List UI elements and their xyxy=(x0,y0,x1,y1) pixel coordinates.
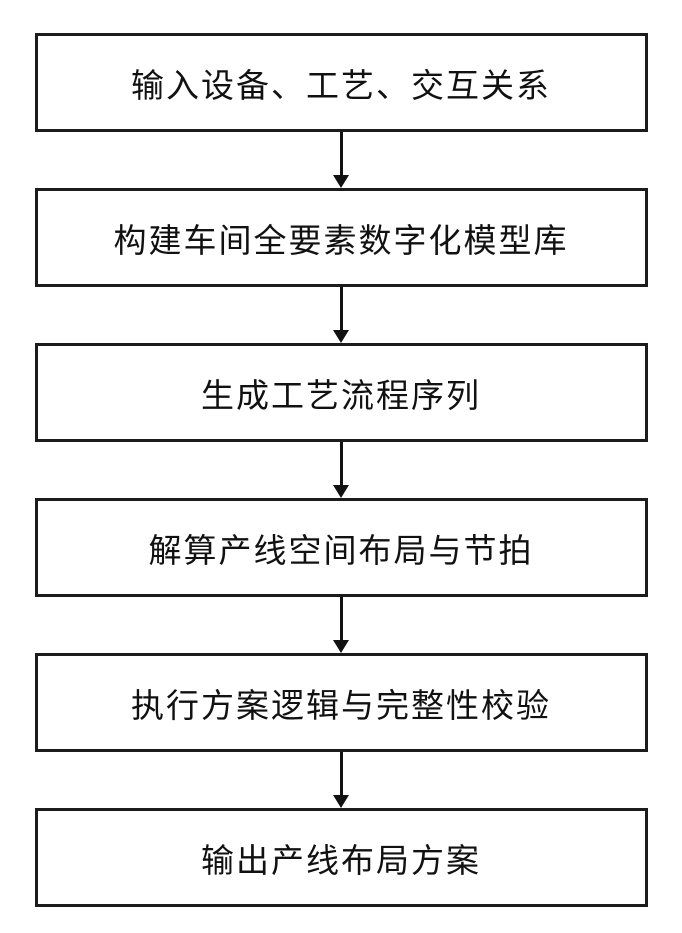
flow-arrow-1 xyxy=(333,132,349,188)
arrow-shaft xyxy=(339,597,343,641)
flow-step-verify-scheme-logic-completeness: 执行方案逻辑与完整性校验 xyxy=(34,653,648,752)
arrow-head-icon xyxy=(333,485,349,498)
arrow-shaft xyxy=(339,287,343,331)
flow-step-output-line-layout-scheme: 输出产线布局方案 xyxy=(34,808,648,907)
arrow-shaft xyxy=(339,752,343,796)
flow-arrow-4 xyxy=(333,597,349,653)
flow-step-label: 构建车间全要素数字化模型库 xyxy=(113,221,569,259)
flow-step-label: 输出产线布局方案 xyxy=(201,841,481,879)
arrow-head-icon xyxy=(333,330,349,343)
arrow-head-icon xyxy=(333,175,349,188)
flow-step-label: 输入设备、工艺、交互关系 xyxy=(131,66,551,104)
arrow-head-icon xyxy=(333,640,349,653)
arrow-head-icon xyxy=(333,795,349,808)
flow-step-input-equipment-process-relations: 输入设备、工艺、交互关系 xyxy=(34,33,648,132)
flow-arrow-2 xyxy=(333,287,349,343)
flow-step-generate-process-sequence: 生成工艺流程序列 xyxy=(34,343,648,442)
flow-step-solve-line-layout-and-takt: 解算产线空间布局与节拍 xyxy=(34,498,648,597)
flow-arrow-5 xyxy=(333,752,349,808)
arrow-shaft xyxy=(339,442,343,486)
flow-step-label: 生成工艺流程序列 xyxy=(201,376,481,414)
flow-step-build-digital-model-library: 构建车间全要素数字化模型库 xyxy=(34,188,648,287)
flow-step-label: 解算产线空间布局与节拍 xyxy=(148,531,534,569)
arrow-shaft xyxy=(339,132,343,176)
flow-step-label: 执行方案逻辑与完整性校验 xyxy=(131,686,551,724)
flow-arrow-3 xyxy=(333,442,349,498)
